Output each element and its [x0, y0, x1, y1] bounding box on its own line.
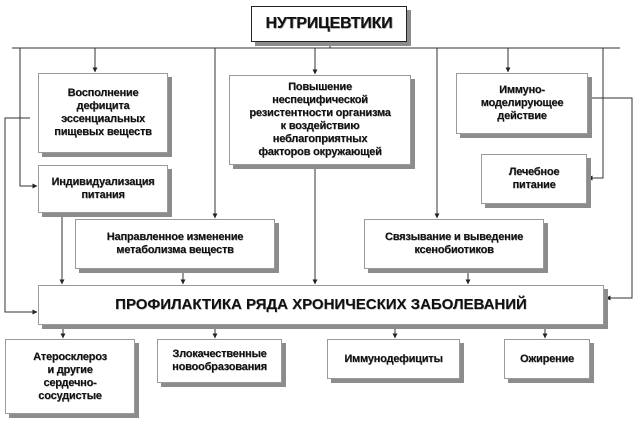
title-box: НУТРИЦЕВТИКИ [251, 6, 407, 42]
resistance-box: Повышение неспецифической резистентности… [229, 75, 411, 165]
drop-to-therapeutic [587, 48, 604, 181]
title-label: НУТРИЦЕВТИКИ [265, 15, 393, 32]
right-outer-feed [587, 97, 633, 301]
immuno-box: Иммуно- моделирующее действие [456, 73, 588, 134]
drop-to-individual [19, 48, 38, 189]
metabolism-box: Направленное изменение метаболизма вещес… [75, 219, 275, 269]
deficit-label: Восполнение дефицита эссенциальных пищев… [54, 87, 152, 138]
immuno-label: Иммуно- моделирующее действие [480, 84, 564, 122]
central-prevention-label: ПРОФИЛАКТИКА РЯДА ХРОНИЧЕСКИХ ЗАБОЛЕВАНИ… [115, 296, 527, 313]
left-outer-feed [4, 117, 38, 315]
therapeutic-label: Лечебное питание [508, 166, 560, 191]
metabolism-label: Направленное изменение метаболизма вещес… [106, 231, 244, 256]
central-prevention-box: ПРОФИЛАКТИКА РЯДА ХРОНИЧЕСКИХ ЗАБОЛЕВАНИ… [38, 285, 604, 325]
disease-box-4: Ожирение [504, 339, 590, 379]
disease-label-2: Злокачественные новообразования [172, 348, 267, 373]
xenobiotics-box: Связывание и выведение ксенобиотиков [364, 219, 544, 269]
disease-box-1: Атеросклероз и другие сердечно- сосудист… [5, 339, 135, 414]
resistance-label: Повышение неспецифической резистентности… [249, 81, 391, 158]
xenobiotics-label: Связывание и выведение ксенобиотиков [384, 231, 524, 256]
therapeutic-box: Лечебное питание [481, 154, 587, 204]
individual-box: Индивидуализация питания [38, 165, 168, 213]
disease-label-3: Иммунодефициты [344, 352, 443, 365]
disease-label-1: Атеросклероз и другие сердечно- сосудист… [33, 350, 107, 402]
individual-label: Индивидуализация питания [51, 176, 155, 201]
deficit-box: Восполнение дефицита эссенциальных пищев… [38, 73, 168, 153]
disease-box-3: Иммунодефициты [327, 339, 460, 379]
disease-box-2: Злокачественные новообразования [157, 339, 282, 383]
disease-label-4: Ожирение [520, 352, 574, 365]
